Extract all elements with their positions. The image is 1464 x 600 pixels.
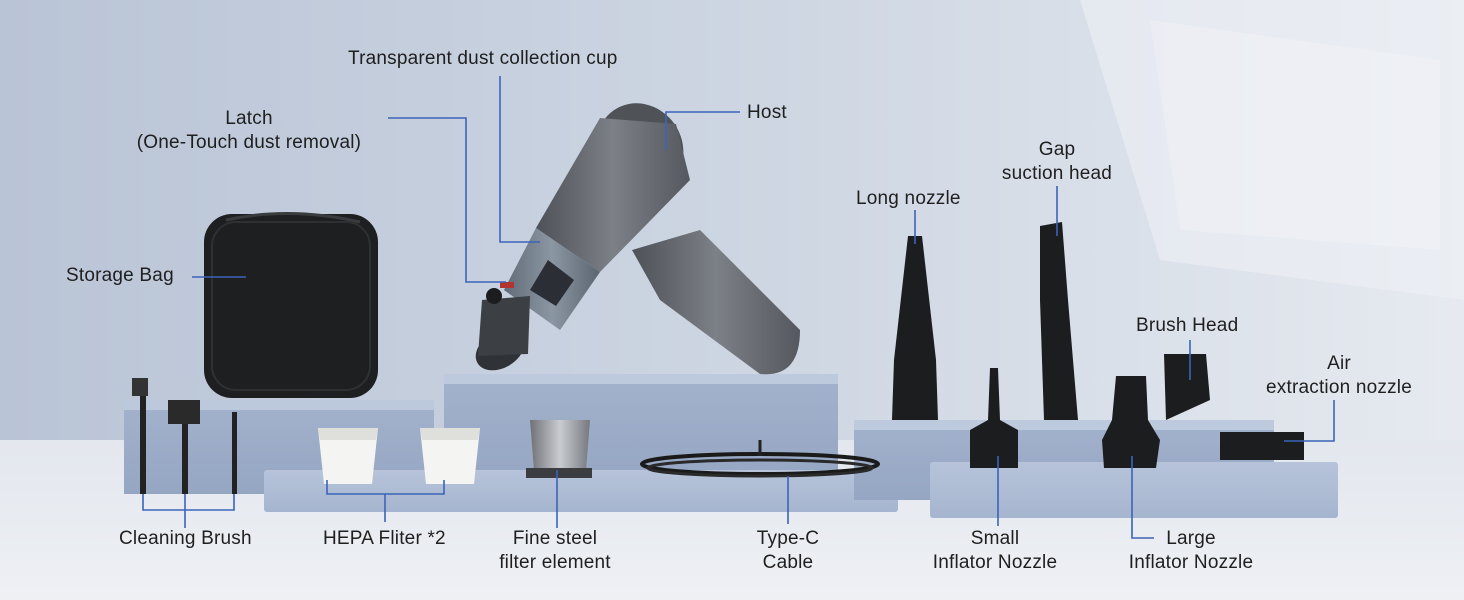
nozzles [892, 222, 1304, 468]
label-hepa-filter: HEPA Fliter *2 [323, 528, 446, 549]
vacuum-host [475, 103, 800, 375]
leader-lines [142, 76, 1335, 539]
label-small-line1: Small [970, 528, 1020, 549]
window-light [1150, 20, 1440, 250]
label-storage-bag: Storage Bag [66, 265, 174, 286]
leader-host [665, 111, 740, 150]
label-brush-head: Brush Head [1136, 315, 1239, 336]
label-air-line1: Air [1327, 353, 1351, 374]
label-large-inflator-nozzle: Large Inflator Nozzle [1118, 527, 1264, 575]
label-latch-line2: (One-Touch dust removal) [136, 132, 362, 153]
label-large-line1: Large [1166, 528, 1216, 549]
label-gap-suction-head: Gap suction head [986, 138, 1128, 186]
label-latch: Latch (One-Touch dust removal) [110, 107, 388, 155]
leader-air-nozzle [1284, 400, 1335, 442]
hepa-filters [318, 428, 480, 484]
label-gap-line2: suction head [1001, 163, 1113, 184]
label-cleaning-brush: Cleaning Brush [119, 528, 252, 549]
leader-large-nozzle [1131, 456, 1154, 539]
type-c-cable [640, 440, 880, 478]
label-type-c-cable: Type-C Cable [730, 527, 846, 575]
label-gap-line1: Gap [1038, 139, 1076, 160]
label-typec-line2: Cable [762, 552, 814, 573]
label-large-line2: Inflator Nozzle [1128, 552, 1254, 573]
window-light [1080, 0, 1464, 300]
label-small-inflator-nozzle: Small Inflator Nozzle [920, 527, 1070, 575]
label-dust-collection-cup: Transparent dust collection cup [348, 48, 618, 69]
label-steel-line1: Fine steel [512, 528, 598, 549]
label-small-line2: Inflator Nozzle [932, 552, 1058, 573]
cleaning-brushes [132, 378, 237, 494]
leader-latch [388, 117, 506, 283]
label-fine-steel-filter: Fine steel filter element [480, 527, 630, 575]
label-air-extraction-nozzle: Air extraction nozzle [1252, 352, 1426, 400]
leader-dust-cup [499, 76, 540, 243]
label-steel-line2: filter element [499, 552, 611, 573]
leader-cleaning-brush [142, 494, 235, 511]
storage-bag [204, 212, 378, 398]
label-typec-line1: Type-C [756, 528, 820, 549]
label-long-nozzle: Long nozzle [856, 188, 961, 209]
label-latch-line1: Latch [225, 108, 273, 129]
label-air-line2: extraction nozzle [1266, 377, 1412, 398]
label-host: Host [747, 102, 787, 123]
steel-filter [526, 420, 592, 478]
